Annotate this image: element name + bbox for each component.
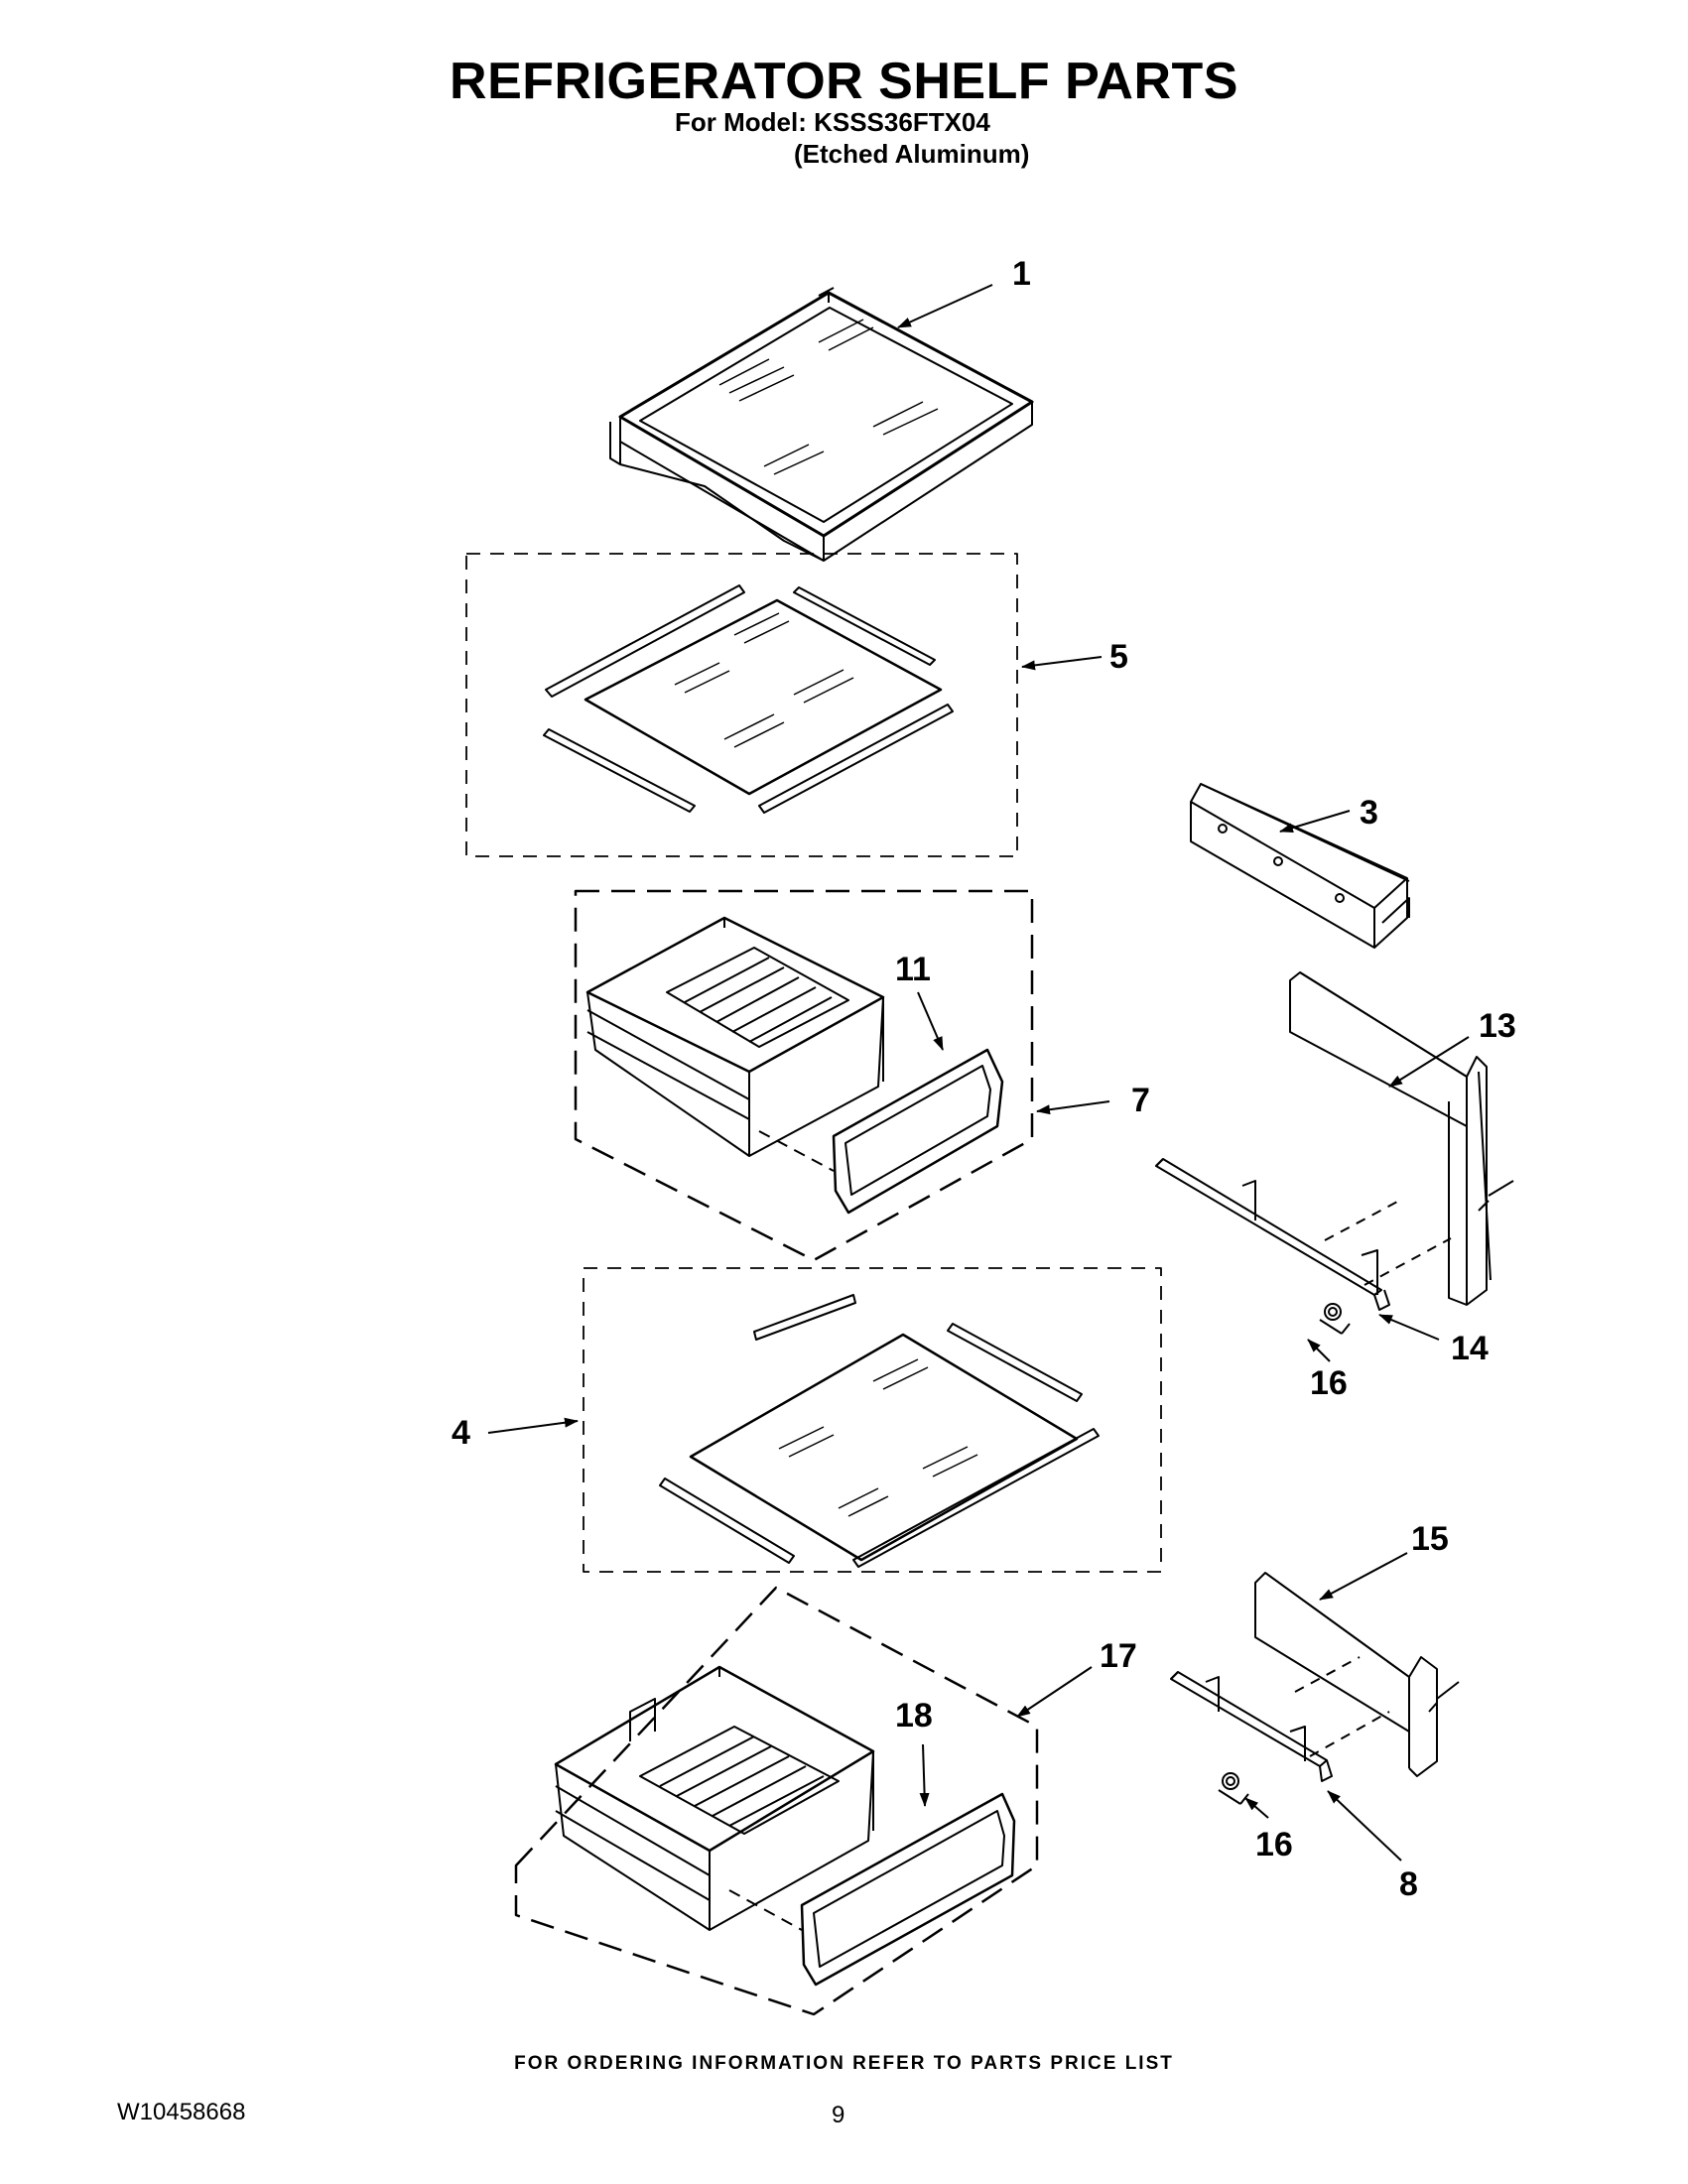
leader-3 — [1279, 810, 1351, 834]
callout-13: 13 — [1479, 1007, 1516, 1045]
pantry-drawer — [554, 1665, 875, 1931]
leader-16a — [1307, 1339, 1331, 1362]
page-number: 9 — [832, 2102, 845, 2128]
callout-11: 11 — [895, 951, 931, 988]
leader-11 — [917, 991, 944, 1051]
leader-14 — [1378, 1314, 1440, 1341]
callout-7: 7 — [1131, 1082, 1150, 1119]
callout-3: 3 — [1360, 794, 1378, 832]
leader-13 — [1388, 1036, 1470, 1088]
leader-5 — [1021, 656, 1103, 671]
leader-4 — [487, 1417, 579, 1434]
part-18-drawer-front — [800, 1792, 1016, 1987]
model-line: For Model: KSSS36FTX04 — [675, 107, 990, 137]
callout-16a: 16 — [1310, 1364, 1348, 1402]
part-17-pantry-drawer-kit — [514, 1586, 1039, 2016]
leader-15 — [1319, 1552, 1408, 1601]
part-11-crisper-front — [832, 1048, 1004, 1215]
leader-1 — [897, 284, 993, 328]
callout-14: 14 — [1451, 1330, 1489, 1367]
callout-1: 1 — [1012, 255, 1031, 293]
part-3-shelf-trim — [1190, 783, 1410, 949]
leader-7 — [1036, 1100, 1110, 1115]
callout-5: 5 — [1109, 638, 1128, 676]
ordering-note: FOR ORDERING INFORMATION REFER TO PARTS … — [514, 2053, 1174, 2074]
callout-17: 17 — [1100, 1637, 1137, 1675]
leader-8 — [1327, 1790, 1402, 1862]
callout-4: 4 — [452, 1414, 470, 1452]
finish-line: (Etched Aluminum) — [794, 139, 1030, 169]
part-5-glass-shelf-kit — [465, 553, 1018, 857]
document-number: W10458668 — [117, 2099, 246, 2125]
callout-15: 15 — [1411, 1520, 1449, 1558]
leader-18 — [919, 1743, 930, 1807]
part-4-glass-shelf-kit — [583, 1267, 1162, 1573]
crisper-drawer — [585, 916, 885, 1157]
callout-8: 8 — [1399, 1865, 1418, 1903]
callout-16b: 16 — [1255, 1826, 1293, 1863]
part-1-glass-shelf — [609, 287, 1034, 562]
part-7-crisper-kit — [574, 889, 1034, 1262]
part-13-drawer-cover-assembly — [1155, 971, 1514, 1335]
leader-17 — [1016, 1666, 1093, 1718]
leader-16b — [1244, 1797, 1269, 1819]
page-title: REFRIGERATOR SHELF PARTS — [450, 53, 1238, 110]
part-15-drawer-cover-assembly — [1170, 1572, 1460, 1805]
callout-18: 18 — [895, 1697, 933, 1734]
